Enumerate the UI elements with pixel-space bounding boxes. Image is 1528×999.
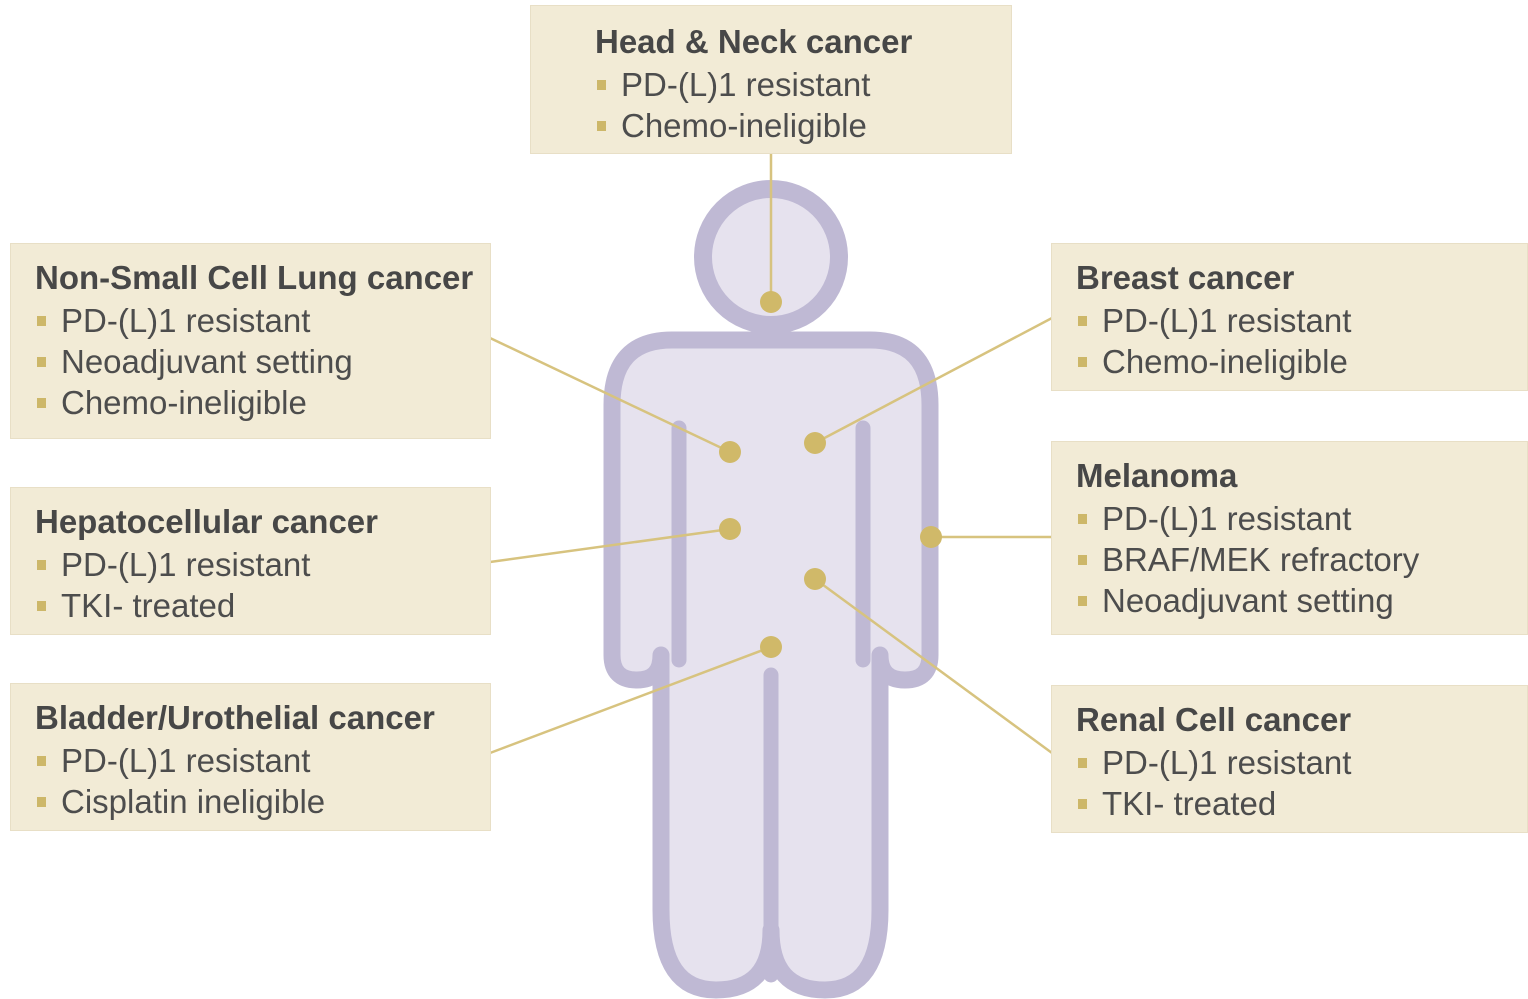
- marker-melanoma: [920, 526, 942, 548]
- list-item: Chemo-ineligible: [35, 382, 490, 423]
- list-item: PD-(L)1 resistant: [1076, 300, 1527, 341]
- list-item: PD-(L)1 resistant: [35, 544, 490, 585]
- bullet-icon: [37, 560, 46, 570]
- bullet-icon: [597, 80, 606, 90]
- bullet-list: PD-(L)1 resistant Chemo-ineligible: [595, 64, 1011, 146]
- bullet-icon: [37, 797, 46, 807]
- list-item: Cisplatin ineligible: [35, 781, 490, 822]
- box-title: Breast cancer: [1076, 257, 1527, 298]
- box-title: Non-Small Cell Lung cancer: [35, 257, 490, 298]
- bullet-icon: [37, 398, 46, 408]
- list-item: Neoadjuvant setting: [35, 341, 490, 382]
- list-item: PD-(L)1 resistant: [595, 64, 1011, 105]
- box-title: Renal Cell cancer: [1076, 699, 1527, 740]
- box-renal: Renal Cell cancer PD-(L)1 resistant TKI-…: [1051, 685, 1528, 833]
- list-item: PD-(L)1 resistant: [35, 300, 490, 341]
- bullet-list: PD-(L)1 resistant TKI- treated: [35, 544, 490, 626]
- bullet-icon: [1078, 357, 1087, 367]
- bullet-icon: [1078, 514, 1087, 524]
- bullet-icon: [1078, 799, 1087, 809]
- box-melanoma: Melanoma PD-(L)1 resistant BRAF/MEK refr…: [1051, 441, 1528, 635]
- bullet-icon: [1078, 316, 1087, 326]
- bullet-icon: [1078, 758, 1087, 768]
- bullet-icon: [37, 601, 46, 611]
- marker-breast: [804, 432, 826, 454]
- bullet-icon: [37, 756, 46, 766]
- box-bladder: Bladder/Urothelial cancer PD-(L)1 resist…: [10, 683, 491, 831]
- list-item: PD-(L)1 resistant: [35, 740, 490, 781]
- marker-nsclc: [719, 441, 741, 463]
- list-item: PD-(L)1 resistant: [1076, 498, 1527, 539]
- box-breast: Breast cancer PD-(L)1 resistant Chemo-in…: [1051, 243, 1528, 391]
- box-title: Head & Neck cancer: [595, 21, 1011, 62]
- box-head-neck: Head & Neck cancer PD-(L)1 resistant Che…: [530, 5, 1012, 154]
- list-item: BRAF/MEK refractory: [1076, 539, 1527, 580]
- bullet-list: PD-(L)1 resistant Chemo-ineligible: [1076, 300, 1527, 382]
- list-item: PD-(L)1 resistant: [1076, 742, 1527, 783]
- list-item: Chemo-ineligible: [1076, 341, 1527, 382]
- marker-hepatocellular: [719, 518, 741, 540]
- box-title: Bladder/Urothelial cancer: [35, 697, 490, 738]
- marker-renal: [804, 568, 826, 590]
- list-item: TKI- treated: [35, 585, 490, 626]
- bullet-list: PD-(L)1 resistant Neoadjuvant setting Ch…: [35, 300, 490, 423]
- bullet-icon: [37, 316, 46, 326]
- bullet-icon: [1078, 596, 1087, 606]
- marker-bladder: [760, 636, 782, 658]
- marker-head-neck: [760, 291, 782, 313]
- bullet-icon: [1078, 555, 1087, 565]
- box-title: Hepatocellular cancer: [35, 501, 490, 542]
- list-item: Chemo-ineligible: [595, 105, 1011, 146]
- bullet-icon: [37, 357, 46, 367]
- bullet-icon: [597, 121, 606, 131]
- box-hepatocellular: Hepatocellular cancer PD-(L)1 resistant …: [10, 487, 491, 635]
- box-title: Melanoma: [1076, 455, 1527, 496]
- list-item: TKI- treated: [1076, 783, 1527, 824]
- list-item: Neoadjuvant setting: [1076, 580, 1527, 621]
- box-nsclc: Non-Small Cell Lung cancer PD-(L)1 resis…: [10, 243, 491, 439]
- bullet-list: PD-(L)1 resistant Cisplatin ineligible: [35, 740, 490, 822]
- bullet-list: PD-(L)1 resistant BRAF/MEK refractory Ne…: [1076, 498, 1527, 621]
- bullet-list: PD-(L)1 resistant TKI- treated: [1076, 742, 1527, 824]
